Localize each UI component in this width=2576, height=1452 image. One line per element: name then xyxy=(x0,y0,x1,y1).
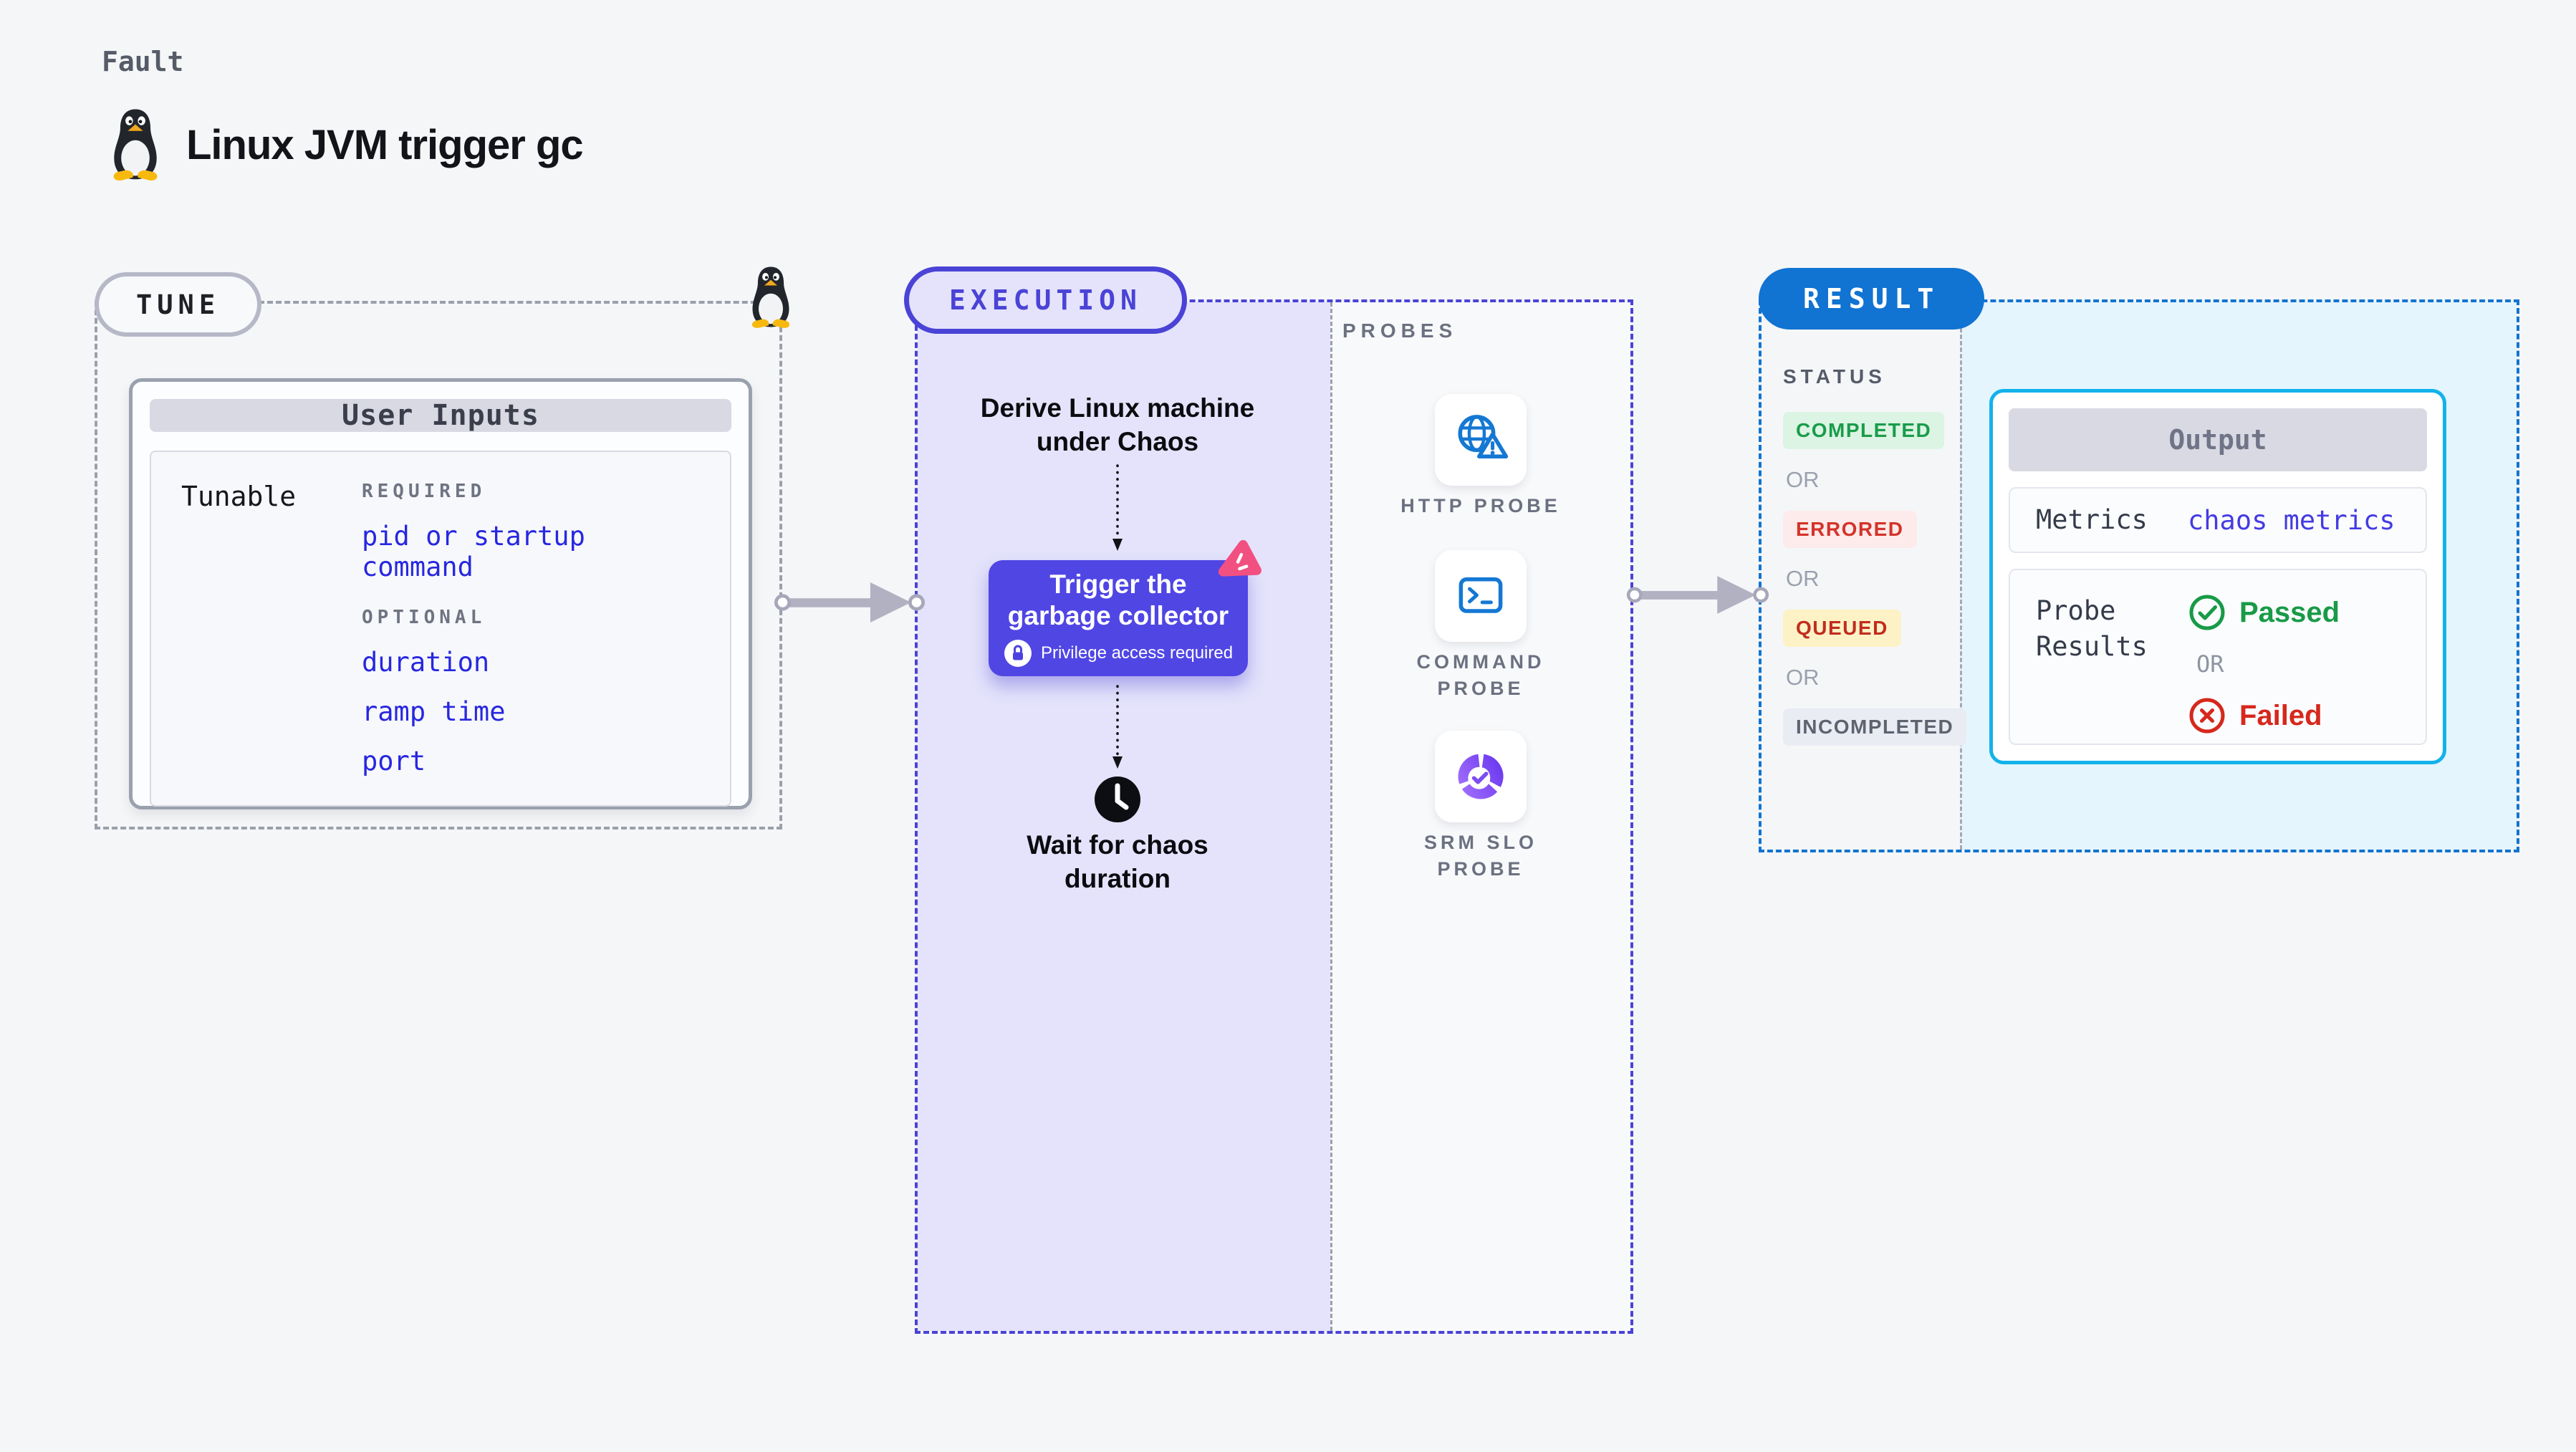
probe-results-row: Probe Results Passed OR Failed xyxy=(2009,569,2427,745)
flow-arrow-icon xyxy=(774,582,926,622)
required-label: REQUIRED xyxy=(362,481,486,502)
status-label: STATUS xyxy=(1783,365,1886,388)
or-separator: OR xyxy=(1786,467,1820,492)
dotted-arrow-icon xyxy=(1112,685,1123,769)
metrics-label: Metrics xyxy=(2036,504,2148,535)
failed-item: Failed xyxy=(2188,696,2340,735)
optional-label: OPTIONAL xyxy=(362,607,486,628)
status-badge-incompleted: INCOMPLETED xyxy=(1783,708,1967,746)
fault-kicker: Fault xyxy=(102,46,184,77)
execution-section-pill: EXECUTION xyxy=(904,266,1187,334)
tunable-panel: Tunable REQUIRED pid or startup command … xyxy=(150,451,731,807)
status-badge-errored: ERRORED xyxy=(1783,511,1917,548)
page-title: Linux JVM trigger gc xyxy=(186,121,584,168)
linux-penguin-icon xyxy=(113,109,158,181)
passed-item: Passed xyxy=(2188,593,2340,632)
param-duration: duration xyxy=(362,647,490,678)
param-ramp-time: ramp time xyxy=(362,696,506,727)
wait-step-text: Wait for chaos duration xyxy=(1027,830,1208,893)
or-separator: OR xyxy=(1786,566,1820,591)
page-header: Linux JVM trigger gc xyxy=(106,107,584,182)
dotted-arrow-icon xyxy=(1112,464,1123,551)
derive-step-text: Derive Linux machine under Chaos xyxy=(980,393,1255,456)
http-probe-card xyxy=(1435,394,1527,486)
probe-results-values: Passed OR Failed xyxy=(2188,593,2340,735)
slo-donut-icon xyxy=(1458,754,1504,799)
tunable-label: Tunable xyxy=(181,481,297,512)
output-title: Output xyxy=(2009,408,2427,471)
globe-alert-icon xyxy=(1458,415,1509,458)
status-column: STATUS COMPLETED OR ERRORED OR QUEUED OR… xyxy=(1783,365,1967,746)
trigger-gc-node: Trigger the garbage collector Privilege … xyxy=(989,539,1261,676)
tune-section-pill: TUNE xyxy=(95,272,262,337)
metrics-value: chaos metrics xyxy=(2188,504,2395,536)
passed-label: Passed xyxy=(2239,596,2340,628)
privilege-note: Privilege access required xyxy=(1004,639,1233,668)
srm-slo-probe-label: SRM SLO PROBE xyxy=(1423,832,1537,880)
output-card: Output Metrics chaos metrics Probe Resul… xyxy=(1989,389,2446,764)
user-inputs-title: User Inputs xyxy=(150,399,731,432)
check-circle-icon xyxy=(2189,595,2225,630)
trigger-gc-title: Trigger the garbage collector xyxy=(1007,569,1229,630)
x-circle-icon xyxy=(2189,698,2225,734)
srm-slo-probe-card xyxy=(1435,731,1527,822)
tune-section-box xyxy=(95,301,782,830)
clock-icon xyxy=(1093,775,1142,824)
execution-section-box xyxy=(915,299,1633,1334)
param-port: port xyxy=(362,746,426,777)
status-badge-completed: COMPLETED xyxy=(1783,412,1945,449)
privilege-note-text: Privilege access required xyxy=(1040,643,1234,663)
failed-label: Failed xyxy=(2239,699,2322,731)
command-probe-label: COMMAND PROBE xyxy=(1416,651,1545,699)
terminal-icon xyxy=(1458,577,1503,613)
flow-arrow-icon xyxy=(1626,576,1769,614)
chaos-logo-icon xyxy=(1218,539,1261,577)
result-section-pill: RESULT xyxy=(1759,268,1985,330)
or-separator: OR xyxy=(1786,665,1820,690)
tunable-params: REQUIRED pid or startup command OPTIONAL… xyxy=(362,481,700,777)
user-inputs-card: User Inputs Tunable REQUIRED pid or star… xyxy=(129,378,752,809)
status-badge-queued: QUEUED xyxy=(1783,610,1901,647)
probes-label: PROBES xyxy=(1342,319,1458,342)
http-probe-label: HTTP PROBE xyxy=(1400,495,1561,516)
or-separator: OR xyxy=(2196,650,2224,678)
command-probe-card xyxy=(1435,550,1527,642)
lock-icon xyxy=(1004,640,1032,667)
probe-results-label: Probe Results xyxy=(2036,595,2148,662)
metrics-row: Metrics chaos metrics xyxy=(2009,487,2427,553)
param-pid-or-startup-command: pid or startup command xyxy=(362,521,585,582)
linux-penguin-icon xyxy=(751,266,790,328)
